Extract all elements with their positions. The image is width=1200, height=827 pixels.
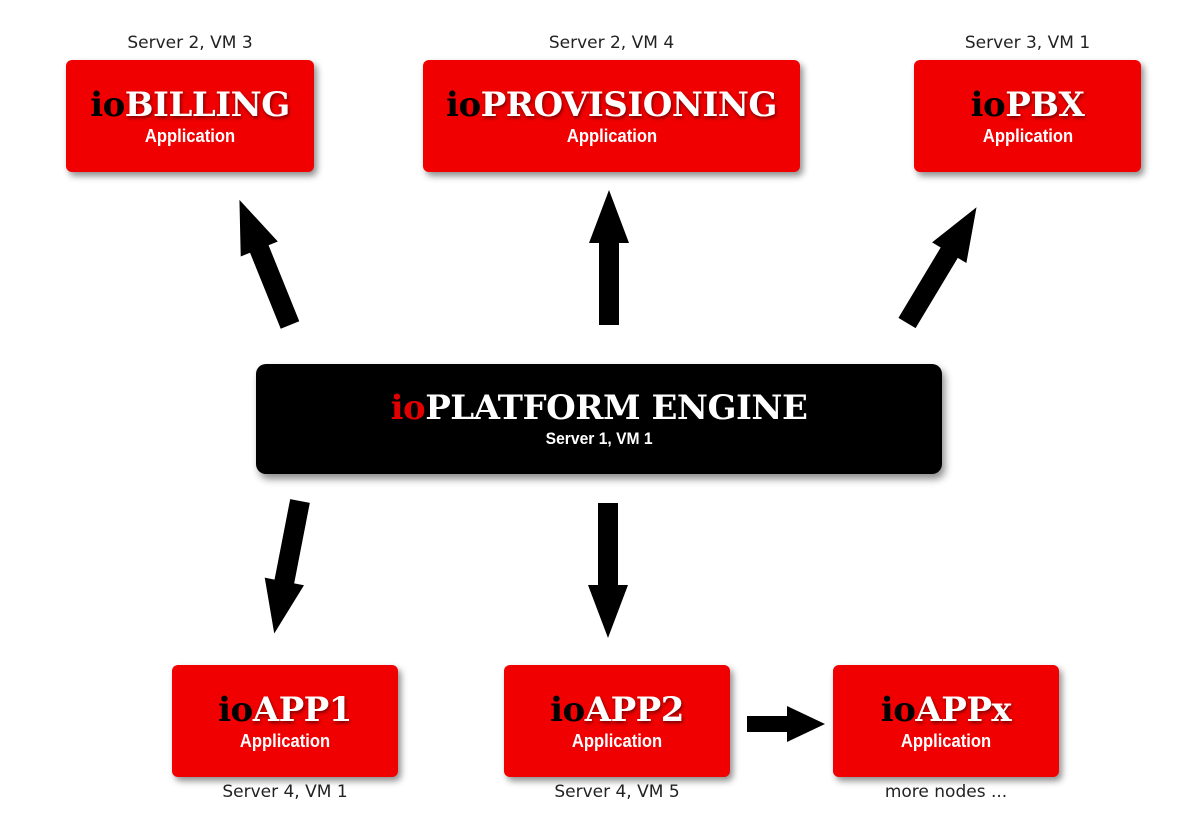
app1-node: ioAPP1 Application xyxy=(172,665,398,777)
arrow-app2-to-appx xyxy=(747,706,825,742)
engine-title: ioPLATFORM ENGINE xyxy=(391,388,808,428)
appx-node: ioAPPx Application xyxy=(833,665,1059,777)
pbx-subtitle: Application xyxy=(982,125,1073,146)
platform-engine-node: ioPLATFORM ENGINE Server 1, VM 1 xyxy=(256,364,942,474)
arrow-to-app2 xyxy=(588,503,628,638)
app1-prefix: io xyxy=(218,689,253,730)
appx-subtitle: Application xyxy=(900,730,992,751)
arrow-to-app1 xyxy=(254,497,320,638)
provisioning-subtitle: Application xyxy=(566,125,657,146)
appx-prefix: io xyxy=(880,689,916,730)
app2-title: ioAPP2 xyxy=(550,691,684,729)
appx-name: APPx xyxy=(915,689,1012,730)
billing-node: ioBILLING Application xyxy=(66,60,314,172)
arrow-to-billing xyxy=(220,192,309,333)
arrow-to-provisioning xyxy=(589,190,629,325)
appx-title: ioAPPx xyxy=(880,689,1012,730)
pbx-prefix: io xyxy=(970,84,1006,125)
app1-caption: Server 4, VM 1 xyxy=(222,782,348,802)
pbx-node: ioPBX Application xyxy=(914,60,1141,172)
app2-caption: Server 4, VM 5 xyxy=(554,782,680,802)
engine-subtitle: Server 1, VM 1 xyxy=(545,429,653,448)
pbx-name: PBX xyxy=(1005,84,1085,125)
billing-prefix: io xyxy=(90,84,125,125)
provisioning-node: ioPROVISIONING Application xyxy=(423,60,800,172)
provisioning-name: PROVISIONING xyxy=(480,84,778,125)
billing-caption: Server 2, VM 3 xyxy=(127,33,253,53)
provisioning-title: ioPROVISIONING xyxy=(446,86,777,124)
app1-name: APP1 xyxy=(252,689,353,730)
billing-name: BILLING xyxy=(124,84,290,125)
engine-prefix: io xyxy=(390,388,426,428)
engine-name: PLATFORM ENGINE xyxy=(425,388,808,428)
pbx-title: ioPBX xyxy=(971,86,1085,124)
app1-subtitle: Application xyxy=(239,730,331,751)
provisioning-prefix: io xyxy=(446,84,481,125)
appx-caption: more nodes ... xyxy=(884,782,1008,802)
app1-title: ioAPP1 xyxy=(218,691,352,729)
app2-node: ioAPP2 Application xyxy=(504,665,730,777)
app2-prefix: io xyxy=(550,689,585,730)
app2-subtitle: Application xyxy=(571,730,663,751)
arrow-to-pbx xyxy=(889,196,994,334)
billing-subtitle: Application xyxy=(144,125,236,146)
billing-title: ioBILLING xyxy=(90,86,290,124)
provisioning-caption: Server 2, VM 4 xyxy=(548,33,675,53)
app2-name: APP2 xyxy=(584,689,685,730)
pbx-caption: Server 3, VM 1 xyxy=(964,33,1091,53)
